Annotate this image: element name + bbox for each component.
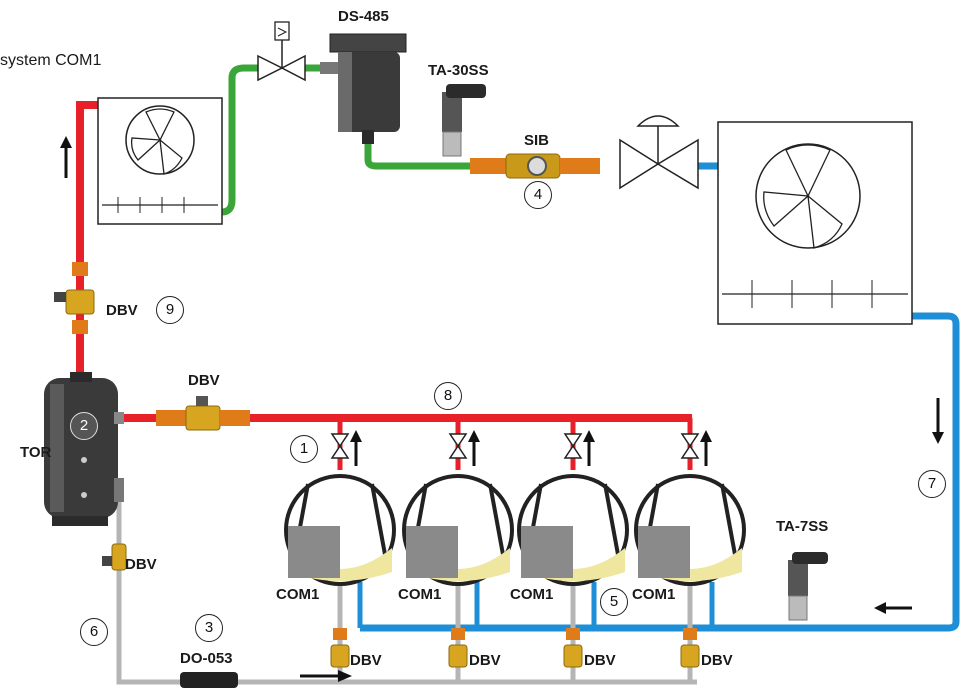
- flow-arrows: [60, 136, 944, 682]
- check-valves: [330, 433, 700, 459]
- dbv-label-oil: DBV: [125, 556, 157, 573]
- sight-glass: [470, 153, 600, 179]
- suction-return-pipe: [360, 312, 960, 632]
- filter-drier: [320, 33, 407, 144]
- com1-label-4: COM1: [632, 586, 676, 603]
- compressor-2: [402, 474, 514, 586]
- condenser-unit: [97, 97, 223, 225]
- pressure-transmitter-bottom: [788, 552, 828, 621]
- oil-regulator: [180, 672, 238, 688]
- dbv-label-comp-4: DBV: [701, 652, 733, 669]
- com1-label-3: COM1: [510, 586, 554, 603]
- oil-line-left: [116, 500, 180, 685]
- ds485-label: DS-485: [338, 8, 389, 25]
- dbv-valves: [54, 262, 700, 668]
- callout-3: 3: [195, 614, 223, 642]
- pressure-transmitter-top: [442, 84, 486, 157]
- callout-4: 4: [524, 181, 552, 209]
- expansion-valve: [619, 115, 699, 190]
- liquid-pipe-3: [364, 143, 470, 170]
- system-label: system COM1: [0, 52, 102, 69]
- com1-label-1: COM1: [276, 586, 320, 603]
- compressors: [284, 474, 746, 586]
- evaporator-unit: [717, 121, 913, 325]
- callout-6: 6: [80, 618, 108, 646]
- liquid-pipe-1: [221, 64, 258, 216]
- callout-9: 9: [156, 296, 184, 324]
- dbv-label-header: DBV: [188, 372, 220, 389]
- callout-1: 1: [290, 435, 318, 463]
- do053-label: DO-053: [180, 650, 233, 667]
- callout-5: 5: [600, 588, 628, 616]
- dbv-label-comp-3: DBV: [584, 652, 616, 669]
- compressor-4: [634, 474, 746, 586]
- solenoid-valve: [257, 21, 306, 82]
- callout-2: 2: [70, 412, 98, 440]
- ta30ss-label: TA-30SS: [428, 62, 489, 79]
- compressor-1: [284, 474, 396, 586]
- ta7ss-label: TA-7SS: [776, 518, 829, 535]
- compressor-3: [517, 474, 629, 586]
- compressor-discharge-branches: [337, 418, 693, 470]
- callout-7: 7: [918, 470, 946, 498]
- sib-label: SIB: [524, 132, 550, 149]
- dbv-label-comp-1: DBV: [350, 652, 382, 669]
- discharge-riser-pipe: [76, 101, 98, 380]
- dbv-label-riser: DBV: [106, 302, 138, 319]
- callout-8: 8: [434, 382, 462, 410]
- oil-separator: [44, 372, 124, 526]
- com1-label-2: COM1: [398, 586, 442, 603]
- compressor-suction-branches: [357, 582, 715, 628]
- dbv-label-comp-2: DBV: [469, 652, 501, 669]
- tor-label: TOR: [20, 444, 52, 461]
- suction-pipes: [357, 162, 960, 632]
